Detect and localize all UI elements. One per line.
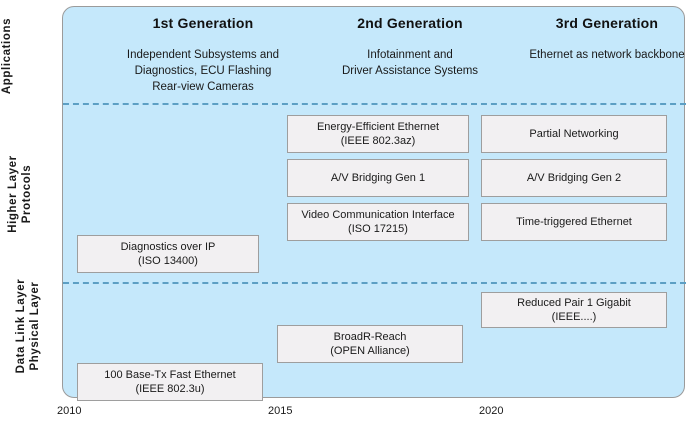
generation-description-1: Independent Subsystems and Diagnostics, …: [126, 49, 280, 93]
tech-box-av-bridging-gen-1: A/V Bridging Gen 1: [287, 159, 469, 197]
generation-column-2: 2nd Generation Infotainment and Driver A…: [285, 15, 535, 79]
divider-protocols-physical: [63, 282, 686, 284]
divider-applications-protocols: [63, 103, 686, 105]
generation-title-3: 3rd Generation: [555, 15, 659, 31]
generation-description-3: Ethernet as network backbone: [529, 49, 685, 61]
year-tick-2010: 2010: [57, 405, 82, 417]
generation-description-2: Infotainment and Driver Assistance Syste…: [341, 49, 479, 77]
tech-box-energy-efficient-ethernet: Energy-Efficient Ethernet (IEEE 802.3az): [287, 115, 469, 153]
axis-label-applications: Applications: [1, 17, 13, 95]
generation-column-1: 1st Generation Independent Subsystems an…: [77, 15, 329, 95]
year-tick-2015: 2015: [268, 405, 293, 417]
tech-box-partial-networking: Partial Networking: [481, 115, 667, 153]
axis-label-higher-layer-protocols: Higher Layer Protocols: [7, 155, 33, 233]
tech-box-100-base-tx-fast-ethernet: 100 Base-Tx Fast Ethernet (IEEE 802.3u): [77, 363, 263, 401]
tech-box-time-triggered-ethernet: Time-triggered Ethernet: [481, 203, 667, 241]
tech-box-reduced-pair-1-gigabit: Reduced Pair 1 Gigabit (IEEE....): [481, 292, 667, 328]
generation-title-2: 2nd Generation: [357, 15, 463, 31]
tech-box-av-bridging-gen-2: A/V Bridging Gen 2: [481, 159, 667, 197]
tech-box-broadr-reach: BroadR-Reach (OPEN Alliance): [277, 325, 463, 363]
diagram-panel: 1st Generation Independent Subsystems an…: [62, 6, 686, 401]
tech-box-video-communication-interface: Video Communication Interface (ISO 17215…: [287, 203, 469, 241]
year-tick-2020: 2020: [479, 405, 504, 417]
axis-label-data-link-physical-layer: Data Link Layer Physical Layer: [15, 278, 41, 374]
generation-title-1: 1st Generation: [152, 15, 254, 31]
generation-column-3: 3rd Generation Ethernet as network backb…: [481, 15, 692, 63]
tech-box-diagnostics-over-ip: Diagnostics over IP (ISO 13400): [77, 235, 259, 273]
